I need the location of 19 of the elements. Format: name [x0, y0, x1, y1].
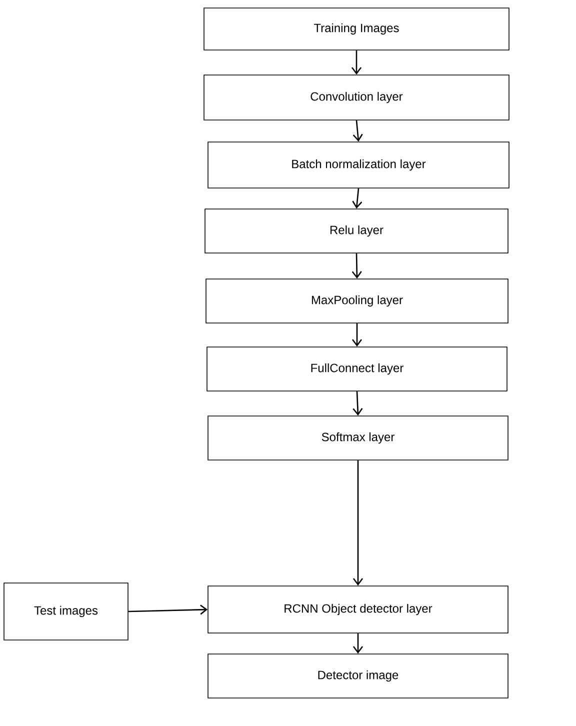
arrow [352, 253, 362, 279]
process-box: Batch normalization layer [208, 142, 510, 188]
arrow [352, 391, 363, 416]
arrow [351, 50, 362, 75]
process-box: Relu layer [204, 208, 508, 254]
process-box: FullConnect layer [206, 346, 508, 392]
process-box: Detector image [208, 654, 508, 698]
arrow [352, 323, 362, 347]
arrow [352, 460, 364, 586]
arrow [352, 120, 363, 142]
arrow [128, 604, 208, 615]
arrow [352, 633, 364, 654]
process-box: Test images [4, 582, 128, 640]
process-box: RCNN Object detector layer [208, 586, 508, 634]
arrow [352, 188, 362, 209]
process-box: Softmax layer [208, 416, 508, 460]
process-box: Convolution layer [204, 74, 510, 120]
process-box: MaxPooling layer [206, 278, 508, 324]
process-box: Training Images [204, 8, 510, 50]
